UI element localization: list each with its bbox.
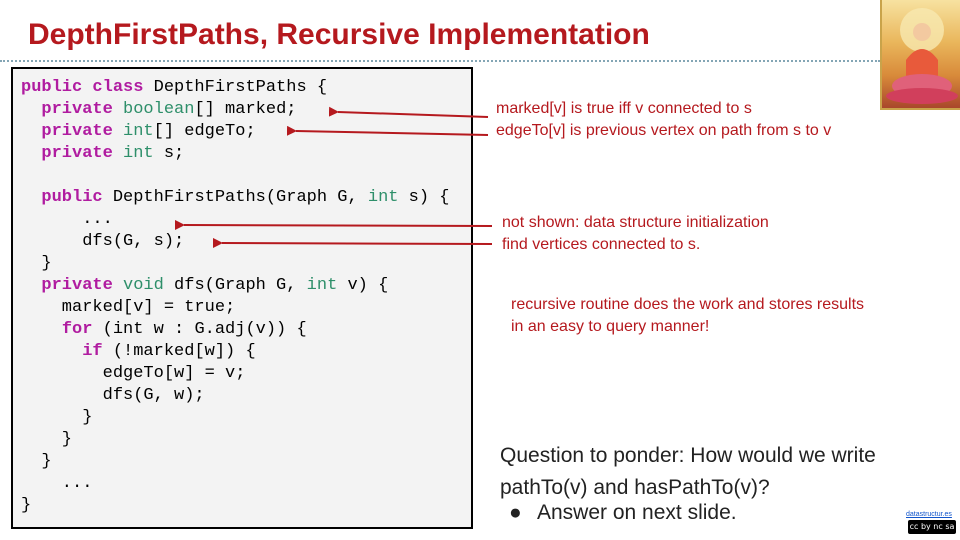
code-line: private int[] edgeTo; xyxy=(41,122,256,141)
code-line: } xyxy=(21,408,93,427)
datastructures-link[interactable]: datastructur.es xyxy=(906,511,952,518)
annotation-recursive-line1: recursive routine does the work and stor… xyxy=(511,296,865,313)
annotation-recursive-line2: in an easy to query manner! xyxy=(511,318,710,335)
code-line: ... xyxy=(21,210,113,229)
annotation-dfs-call: find vertices connected to s. xyxy=(502,236,701,253)
code-line: private boolean[] marked; xyxy=(41,100,297,119)
code-line: ... xyxy=(21,474,93,493)
answer-bullet-text: Answer on next slide. xyxy=(537,501,737,524)
code-line: public class DepthFirstPaths { xyxy=(21,78,328,97)
creative-commons-badge-icon: cc by nc sa xyxy=(908,520,956,534)
code-line: private void dfs(Graph G, int v) { xyxy=(41,276,389,295)
code-line: } xyxy=(21,430,73,449)
title-divider xyxy=(0,60,880,62)
annotation-edgeto: edgeTo[v] is previous vertex on path fro… xyxy=(496,122,832,139)
code-line: for (int w : G.adj(v)) { xyxy=(61,320,307,339)
code-line: dfs(G, s); xyxy=(21,232,185,251)
code-line: } xyxy=(21,452,52,471)
annotation-marked: marked[v] is true iff v connected to s xyxy=(496,100,752,117)
bullet-dot-icon: ● xyxy=(509,501,522,524)
deity-artwork-image xyxy=(880,0,960,110)
code-line: public DepthFirstPaths(Graph G, int s) { xyxy=(41,188,450,207)
code-line: edgeTo[w] = v; xyxy=(21,364,246,383)
code-line: marked[v] = true; xyxy=(21,298,236,317)
arrow-init xyxy=(174,219,493,230)
annotation-init: not shown: data structure initialization xyxy=(502,214,769,231)
code-line: } xyxy=(21,254,52,273)
arrow-edgeto xyxy=(286,125,489,136)
answer-bullet: ● Answer on next slide. xyxy=(509,498,737,528)
slide-title: DepthFirstPaths, Recursive Implementatio… xyxy=(28,18,650,51)
code-line: } xyxy=(21,496,32,515)
ponder-question: Question to ponder: How would we write p… xyxy=(500,444,876,499)
arrow-dfs-call xyxy=(212,237,493,248)
arrow-marked xyxy=(328,106,489,118)
code-block: public class DepthFirstPaths { private b… xyxy=(11,67,473,529)
code-line: private int s; xyxy=(41,144,185,163)
code-line: if (!marked[w]) { xyxy=(82,342,256,361)
code-line: dfs(G, w); xyxy=(21,386,205,405)
